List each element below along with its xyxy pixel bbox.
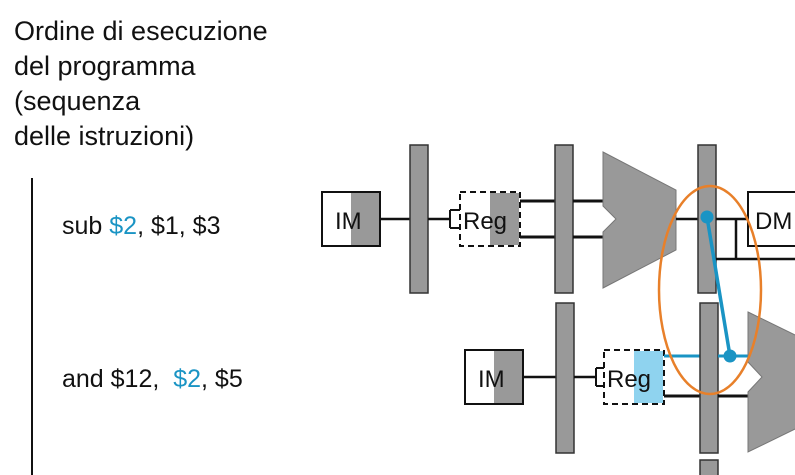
row2-im-stage: IM — [464, 349, 524, 405]
title-line-2: del programma — [14, 51, 196, 81]
program-order-title: Ordine di esecuzione del programma (sequ… — [14, 14, 268, 154]
row2-reg-stage: Reg — [595, 349, 665, 405]
row2-pipeline-register-1 — [555, 302, 575, 454]
row1-im-stage: IM — [321, 191, 381, 247]
forwarding-highlight-ellipse — [657, 184, 763, 396]
row2-im-label: IM — [478, 366, 505, 393]
row2-pipeline-register-2 — [699, 302, 719, 454]
row1-dm-stage: DM — [747, 191, 795, 247]
title-line-3: (sequenza — [14, 86, 141, 116]
instruction-sub-rest: , $1, $3 — [137, 212, 221, 240]
instruction-and: and $12, $2, $5 — [62, 365, 243, 394]
row1-im-label: IM — [335, 208, 362, 235]
instruction-sub-dest: $2 — [109, 212, 138, 240]
row1-reg-stage: Reg — [449, 191, 521, 247]
row1-alu — [602, 151, 677, 289]
forwarding-path — [705, 216, 732, 357]
row2-alu — [747, 311, 795, 453]
instruction-sub: sub $2, $1, $3 — [62, 212, 220, 241]
row1-pipeline-register-2 — [554, 144, 574, 294]
row3-pipeline-register — [699, 459, 719, 475]
row1-dm-label: DM — [755, 208, 792, 235]
row2-reg-label: Reg — [607, 366, 651, 393]
row1-pipeline-register-1 — [409, 144, 429, 294]
instruction-and-op: and $12, — [62, 365, 174, 393]
title-line-4: delle istruzioni) — [14, 121, 195, 151]
instruction-and-rest: , $5 — [201, 365, 243, 393]
row1-reg-label: Reg — [463, 208, 507, 235]
instruction-and-src: $2 — [173, 365, 202, 393]
title-line-1: Ordine di esecuzione — [14, 16, 268, 46]
instruction-sub-op: sub — [62, 212, 110, 240]
forwarding-source-dot — [700, 210, 714, 224]
forwarding-dest-dot — [723, 349, 737, 363]
